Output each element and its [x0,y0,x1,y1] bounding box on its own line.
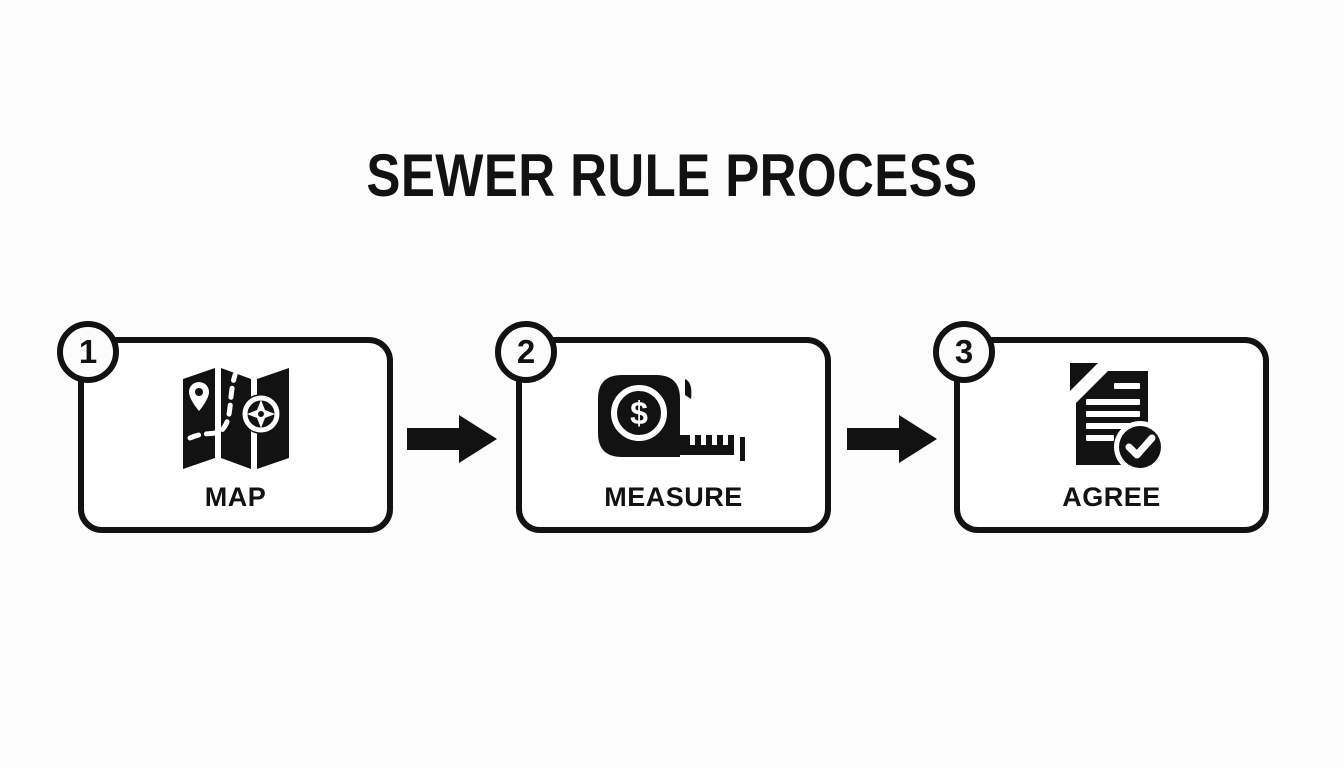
arrow-right-icon [847,415,937,463]
step-number: 2 [516,333,536,370]
document-check-icon [960,343,1263,491]
step-label-measure: MEASURE [604,482,743,512]
step-number: 1 [78,333,98,370]
step-number: 3 [954,333,974,370]
step-label-agree: AGREE [1062,482,1161,512]
step-box-agree: AGREE [954,337,1269,533]
arrow-right-icon [407,415,497,463]
map-icon [84,343,387,491]
step-number-badge-1: 1 [57,321,119,383]
svg-text:$: $ [630,395,648,431]
step-number-badge-3: 3 [933,321,995,383]
step-label-map: MAP [204,482,267,512]
step-box-measure: $ MEASURE [516,337,831,533]
diagram-title: SEWER RULE PROCESS [366,142,978,209]
step-number-badge-2: 2 [495,321,557,383]
step-box-map: MAP [78,337,393,533]
tape-measure-icon: $ [522,343,825,491]
